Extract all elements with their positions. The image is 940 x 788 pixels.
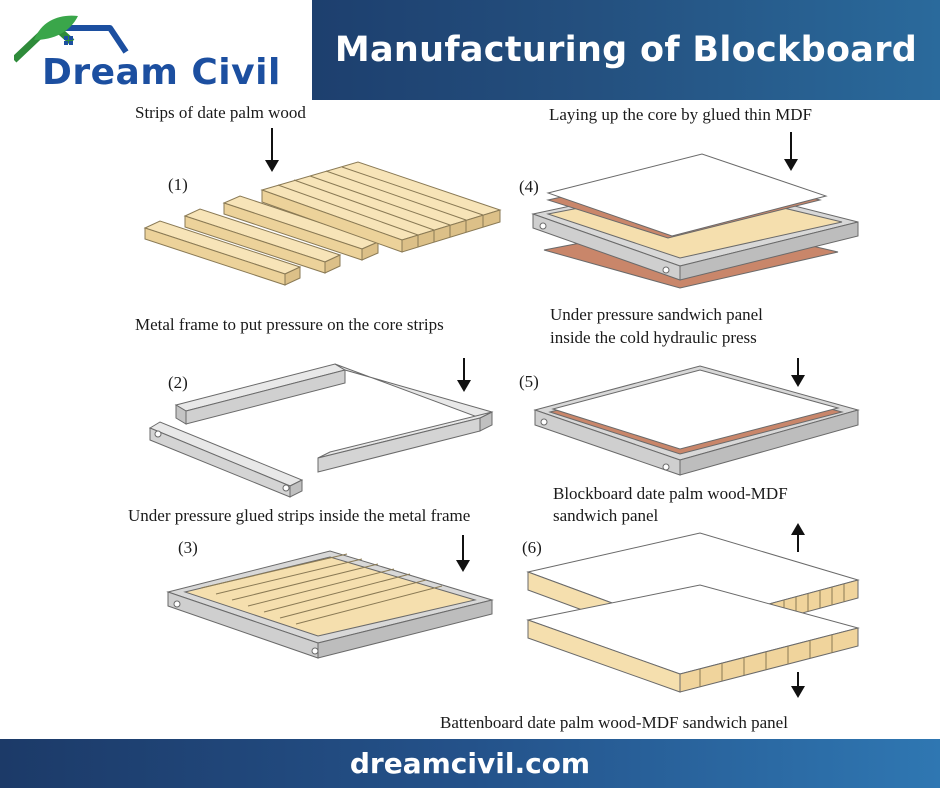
pressed-panel <box>533 365 860 476</box>
step-4-label: Laying up the core by glued thin MDF <box>549 105 812 124</box>
battenboard-panel <box>526 584 860 693</box>
house-leaf-icon <box>14 15 129 63</box>
step-3-number: (3) <box>178 538 198 557</box>
step-6-label-top-line2: sandwich panel <box>553 506 659 525</box>
step-6: Blockboard date palm wood-MDF sandwich p… <box>440 484 860 732</box>
step-1-number: (1) <box>168 175 188 194</box>
logo-area: Dream Civil <box>0 0 312 100</box>
step-2-label: Metal frame to put pressure on the core … <box>135 315 444 334</box>
footer-banner: dreamcivil.com <box>0 739 940 788</box>
layup-stack <box>531 153 859 289</box>
footer-website: dreamcivil.com <box>349 747 591 780</box>
framed-core <box>166 550 494 659</box>
step-5-number: (5) <box>519 372 539 391</box>
step-6-label-top-line1: Blockboard date palm wood-MDF <box>553 484 788 503</box>
metal-frame <box>148 363 494 498</box>
step-6-number: (6) <box>522 538 542 557</box>
step-5-label-line1: Under pressure sandwich panel <box>550 305 763 324</box>
step-2: Metal frame to put pressure on the core … <box>135 315 494 498</box>
step-1: Strips of date palm wood (1) <box>135 103 502 286</box>
step-1-label: Strips of date palm wood <box>135 103 306 122</box>
step-5: Under pressure sandwich panel inside the… <box>519 305 860 476</box>
header-banner: Manufacturing of Blockboard <box>312 0 940 100</box>
blockboard-process-diagram: Strips of date palm wood (1) <box>128 103 860 732</box>
wood-strips <box>143 161 502 286</box>
step-4: Laying up the core by glued thin MDF (4) <box>519 105 859 289</box>
step-2-number: (2) <box>168 373 188 392</box>
logo-text: Dream Civil <box>42 52 281 93</box>
step-6-label-bottom: Battenboard date palm wood-MDF sandwich … <box>440 713 788 732</box>
page-title: Manufacturing of Blockboard <box>334 30 918 70</box>
step-4-number: (4) <box>519 177 539 196</box>
step-5-label-line2: inside the cold hydraulic press <box>550 328 757 347</box>
step-3-label: Under pressure glued strips inside the m… <box>128 506 470 525</box>
step-3: Under pressure glued strips inside the m… <box>128 506 494 659</box>
